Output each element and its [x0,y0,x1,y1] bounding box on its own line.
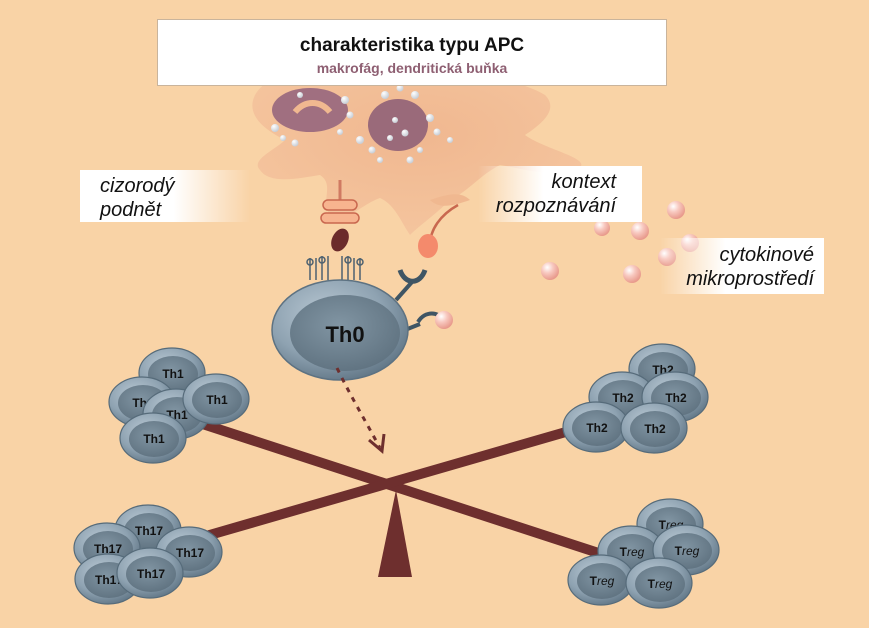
th1-label: Th1 [162,367,184,381]
th2-label: Th2 [665,391,687,405]
th17-label: Th17 [95,573,123,587]
th1-label: Th1 [143,432,165,446]
header-box: charakteristika typu APC makrofág, dendr… [157,19,667,86]
recognition-context-label: kontext rozpoznávání [478,166,642,222]
treg-label: Treg [590,574,615,588]
th17-label: Th17 [176,546,204,560]
th2-cell: Th2 [562,401,630,453]
th0-cell: Th0 [271,279,409,381]
treg-label: Treg [620,545,645,559]
th1-label: Th1 [206,393,228,407]
th2-label: Th2 [586,421,608,435]
apc-nucleus-2 [368,99,428,151]
apc-vesicles [271,84,453,164]
header-title: charakteristika typu APC [299,35,525,56]
th17-label: Th17 [137,567,165,581]
th2-label: Th2 [612,391,634,405]
th17-label: Th17 [94,542,122,556]
th1-cell: Th1 [119,412,187,464]
header-subtitle: makrofág, dendritická buňka [316,60,508,76]
th2-cell: Th2 [620,402,688,454]
balance-lever [170,410,625,577]
treg-label: Treg [675,544,700,558]
antigen-peptide [331,228,349,252]
th17-label: Th17 [135,524,163,538]
th17-cell: Th17 [116,547,184,599]
cytokine-environment-label: cytokinové mikroprostředí [660,238,824,294]
receptor-complex [306,180,364,280]
th1-cell: Th1 [182,373,250,425]
th2-label: Th2 [644,422,666,436]
differentiation-arrow [335,367,386,454]
apc-nucleus [272,88,348,132]
treg-cell: Treg [567,554,635,606]
treg-cell: Treg [652,524,720,576]
apc-cell [252,68,582,235]
foreign-stimulus-label: cizorodý podnět [80,170,250,222]
th0-label: Th0 [325,322,364,347]
treg-cell: Treg [625,557,693,609]
balance-fulcrum [378,490,412,577]
treg-label: Treg [648,577,673,591]
